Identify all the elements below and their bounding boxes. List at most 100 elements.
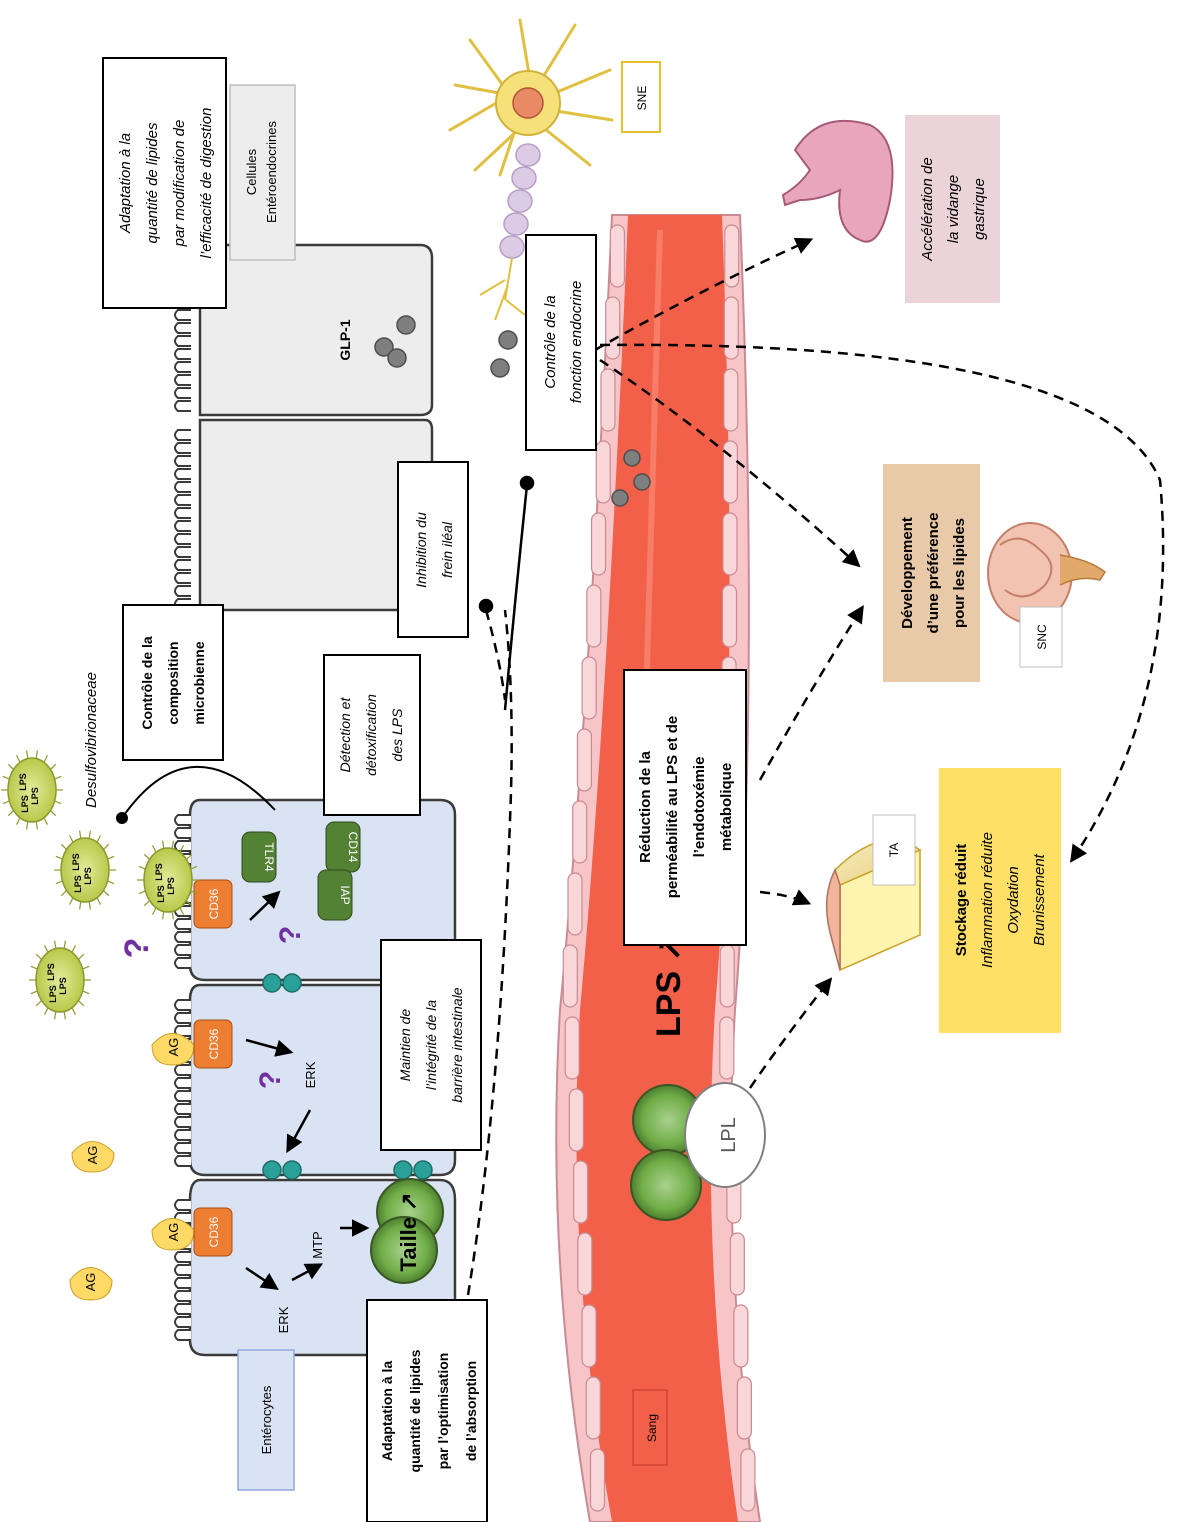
lps-label: LPS xyxy=(20,795,30,813)
cd36-receptor: CD36 xyxy=(193,1207,233,1257)
lps-increase-label: LPS ↗ xyxy=(650,933,688,1037)
svg-text:la vidange: la vidange xyxy=(945,175,962,243)
signaling-arrows xyxy=(245,890,370,1290)
svg-text:perméabilité au LPS et de: perméabilité au LPS et de xyxy=(664,716,681,899)
svg-text:AG: AG xyxy=(83,1273,98,1292)
ag-droplet: AG xyxy=(151,1218,195,1251)
tight-junctions xyxy=(262,973,433,1180)
signaling-labels: ERK MTP ERK xyxy=(276,1061,325,1333)
svg-text:CD36: CD36 xyxy=(207,1216,221,1247)
svg-text:gastrique: gastrique xyxy=(971,178,988,240)
svg-text:Entérocytes: Entérocytes xyxy=(259,1385,274,1454)
box-digestion: Adaptation à la quantité de lipides par … xyxy=(102,57,227,309)
box-endotoxemia: Réduction de la perméabilité au LPS et d… xyxy=(623,669,747,946)
chylomicrons-enterocyte: Taille ↗ xyxy=(370,1178,444,1284)
bacteria-family-label: Desulfovibrionaceae xyxy=(83,672,100,808)
blood-label: Sang xyxy=(645,1414,659,1442)
box-microbial: Contrôle de la composition microbienne xyxy=(122,604,224,761)
svg-text:détoxification: détoxification xyxy=(363,694,379,776)
cd36-receptor: CD36 xyxy=(193,1019,233,1069)
lps-label: LPS xyxy=(83,867,93,885)
blood-granules xyxy=(611,449,651,507)
neuron-illustration: SNE xyxy=(448,18,661,378)
ag-droplet: AG xyxy=(71,1141,115,1173)
box-storage: Stockage réduit Inflammation réduite Oxy… xyxy=(939,768,1061,1033)
cd36-receptor: CD36 xyxy=(193,879,233,929)
lps-label: LPS xyxy=(48,985,58,1003)
box-endocrine: Contrôle de la fonction endocrine xyxy=(525,234,597,451)
box-lps-detection: Détection et détoxification des LPS xyxy=(323,654,421,816)
ag-cd36-units: AG AG AG AG CD36 CD36 CD36 xyxy=(69,879,233,1301)
ag-droplet: AG xyxy=(151,1033,195,1066)
svg-text:Contrôle de la: Contrôle de la xyxy=(139,636,155,730)
svg-text:CD36: CD36 xyxy=(207,888,221,919)
lps-receptors: TLR4 CD14 IAP xyxy=(241,821,361,921)
svg-text:Maintien de: Maintien de xyxy=(397,1009,413,1082)
glp1-label: GLP-1 xyxy=(337,319,353,360)
question-marks: ? ? ? xyxy=(118,926,307,1089)
svg-text:de l’absorption: de l’absorption xyxy=(463,1361,479,1461)
svg-text:quantité de lipides: quantité de lipides xyxy=(407,1349,423,1472)
lps-label: LPS xyxy=(30,787,40,805)
svg-text:des LPS: des LPS xyxy=(389,708,405,762)
svg-text:Adaptation à la: Adaptation à la xyxy=(117,133,134,234)
svg-text:l’intégrité de la: l’intégrité de la xyxy=(423,1000,439,1090)
svg-text:?: ? xyxy=(274,926,307,944)
svg-text:microbienne: microbienne xyxy=(191,641,207,724)
glp1-granules xyxy=(374,315,416,368)
adipose-tissue-illustration: TA xyxy=(825,814,922,972)
svg-text:AG: AG xyxy=(166,1038,181,1057)
svg-text:barrière intestinale: barrière intestinale xyxy=(449,987,465,1102)
svg-text:Réduction de la: Réduction de la xyxy=(637,751,654,863)
lps-label: LPS xyxy=(166,877,176,895)
lps-label: LPS xyxy=(18,773,28,791)
svg-text:CD36: CD36 xyxy=(207,1028,221,1059)
svg-text:Détection et: Détection et xyxy=(337,697,353,773)
svg-text:l’endotoxémie: l’endotoxémie xyxy=(691,757,708,858)
iap-enzyme: IAP xyxy=(317,869,353,921)
svg-text:CD14: CD14 xyxy=(346,832,360,863)
axon xyxy=(499,143,541,259)
box-absorption: Adaptation à la quantité de lipides par … xyxy=(366,1299,488,1522)
svg-text:IAP: IAP xyxy=(338,885,352,904)
enteroendocrine-label: Cellules Entéroendocrines xyxy=(229,84,296,261)
enteroendocrine-layer: GLP-1 xyxy=(198,243,434,612)
svg-text:Cellules: Cellules xyxy=(244,148,259,195)
svg-text:pour les lipides: pour les lipides xyxy=(951,518,968,628)
svg-text:Stockage réduit: Stockage réduit xyxy=(953,844,970,957)
svg-text:AG: AG xyxy=(85,1146,100,1165)
erk-label: ERK xyxy=(276,1306,291,1333)
ag-droplet: AG xyxy=(69,1267,113,1301)
cd14-receptor: CD14 xyxy=(325,821,361,873)
box-ileal: Inhibition du frein iléal xyxy=(397,461,469,638)
svg-text:?: ? xyxy=(118,938,156,959)
svg-text:Oxydation: Oxydation xyxy=(1005,866,1022,934)
taille-label: Taille ↗ xyxy=(396,1192,421,1271)
svg-text:composition: composition xyxy=(165,641,181,724)
lps-label: LPS xyxy=(154,863,164,881)
svg-text:?: ? xyxy=(254,1071,287,1089)
svg-text:Inhibition du: Inhibition du xyxy=(413,512,429,588)
lps-label: LPS xyxy=(58,977,68,995)
mtp-label: MTP xyxy=(310,1231,325,1258)
enterocytes-label: Entérocytes xyxy=(237,1349,295,1491)
box-gastric: Accélération de la vidange gastrique xyxy=(905,115,1000,303)
microbial-control-line xyxy=(121,765,276,819)
lps-label: LPS xyxy=(73,875,83,893)
svg-text:fonction endocrine: fonction endocrine xyxy=(568,281,585,404)
svg-text:frein iléal: frein iléal xyxy=(439,521,455,578)
svg-text:Brunissement: Brunissement xyxy=(1031,853,1048,946)
box-preference: Développement d’une préférence pour les … xyxy=(883,464,980,682)
dashed-connectors xyxy=(466,237,1165,1296)
svg-text:Accélération de: Accélération de xyxy=(919,157,936,261)
solid-connectors xyxy=(478,475,535,711)
lps-label: LPS xyxy=(71,853,81,871)
svg-text:quantité de lipides: quantité de lipides xyxy=(144,122,161,243)
lps-label: LPS xyxy=(156,885,166,903)
